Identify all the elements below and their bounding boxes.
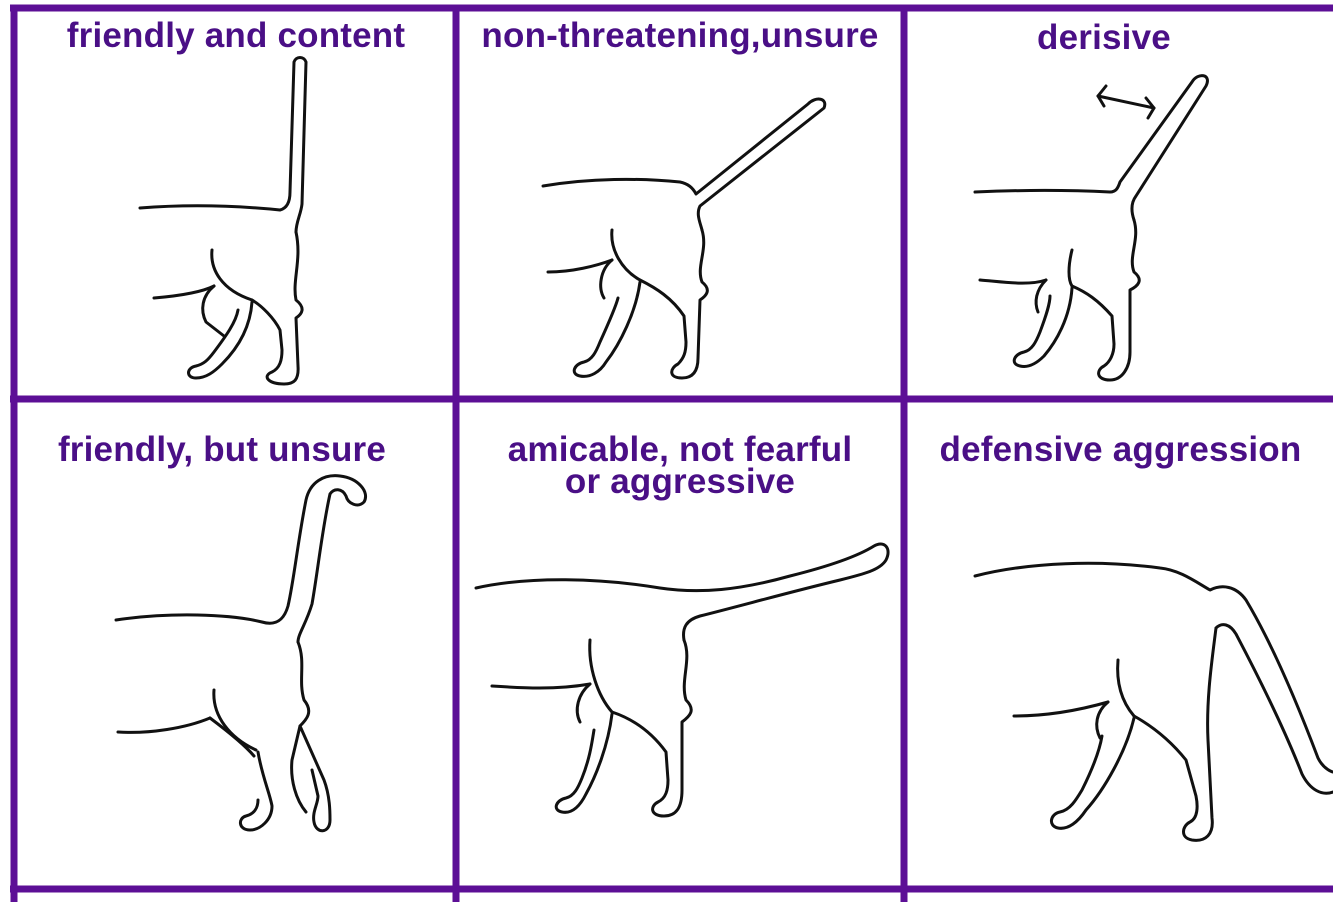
label-derisive: derisive (908, 22, 1300, 54)
label-friendly-and-content: friendly and content (22, 20, 450, 52)
label-non-threatening-unsure: non-threatening,unsure (460, 20, 900, 52)
swish-arrow-icon (1098, 86, 1154, 118)
cat-tail-straight-up-drawing (140, 58, 306, 385)
cat-tail-horizontal-drawing (476, 544, 888, 816)
cat-tail-angled-up-drawing (543, 99, 825, 378)
cat-tail-hooked-tip-drawing (116, 476, 366, 831)
cat-tail-curved-down-drawing (975, 563, 1333, 840)
label-amicable-not-fearful: amicable, not fearful or aggressive (460, 434, 900, 498)
label-defensive-aggression: defensive aggression (908, 434, 1333, 466)
cat-tail-swishing-drawing (975, 76, 1207, 380)
label-friendly-but-unsure: friendly, but unsure (22, 434, 422, 466)
